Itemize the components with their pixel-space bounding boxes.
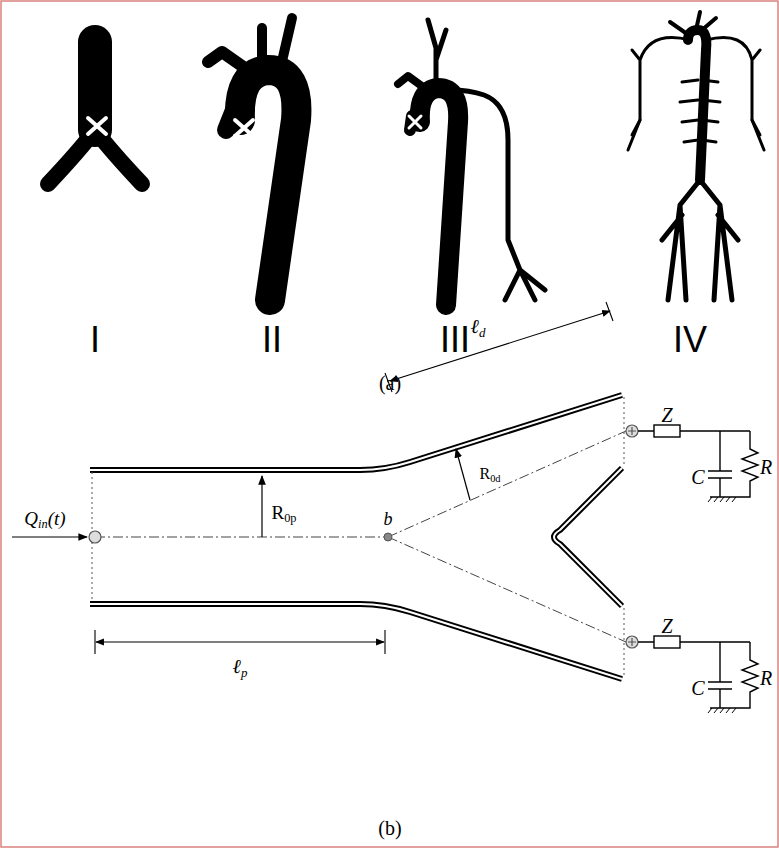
panel-label: I (90, 322, 100, 358)
panel-label: III (440, 322, 470, 358)
artery-silhouette (48, 42, 142, 184)
length-label: ℓd (471, 316, 486, 336)
bifurcation-point (384, 533, 392, 541)
inflow-arrow (12, 536, 87, 537)
impedance-label: Z (661, 616, 672, 636)
flow-label: Qin(t) (24, 509, 65, 528)
centerline (95, 431, 626, 642)
radius-label: R0p (271, 503, 296, 522)
compliance-label: C (691, 678, 704, 698)
windkessel-circuit (626, 425, 758, 502)
artery-silhouette (208, 18, 296, 300)
figure-label: (b) (378, 818, 401, 838)
windkessel-circuit (626, 636, 758, 713)
length-label: ℓp (233, 656, 248, 676)
dimension-line (95, 302, 613, 654)
inlet-node (89, 531, 101, 543)
radius-label: R0d (479, 466, 500, 482)
artery-silhouette (398, 20, 545, 305)
impedance-label: Z (661, 405, 672, 425)
resistance-label: R (760, 457, 772, 477)
radius-arrow (456, 449, 470, 500)
resistance-label: R (760, 668, 772, 688)
panel-label: IV (673, 322, 707, 358)
radius-arrow (261, 476, 262, 537)
compliance-label: C (691, 467, 704, 487)
panel-label: II (262, 322, 282, 358)
figure-label: (a) (379, 373, 401, 393)
artery-silhouette (628, 12, 764, 300)
point-label: b (384, 510, 393, 528)
